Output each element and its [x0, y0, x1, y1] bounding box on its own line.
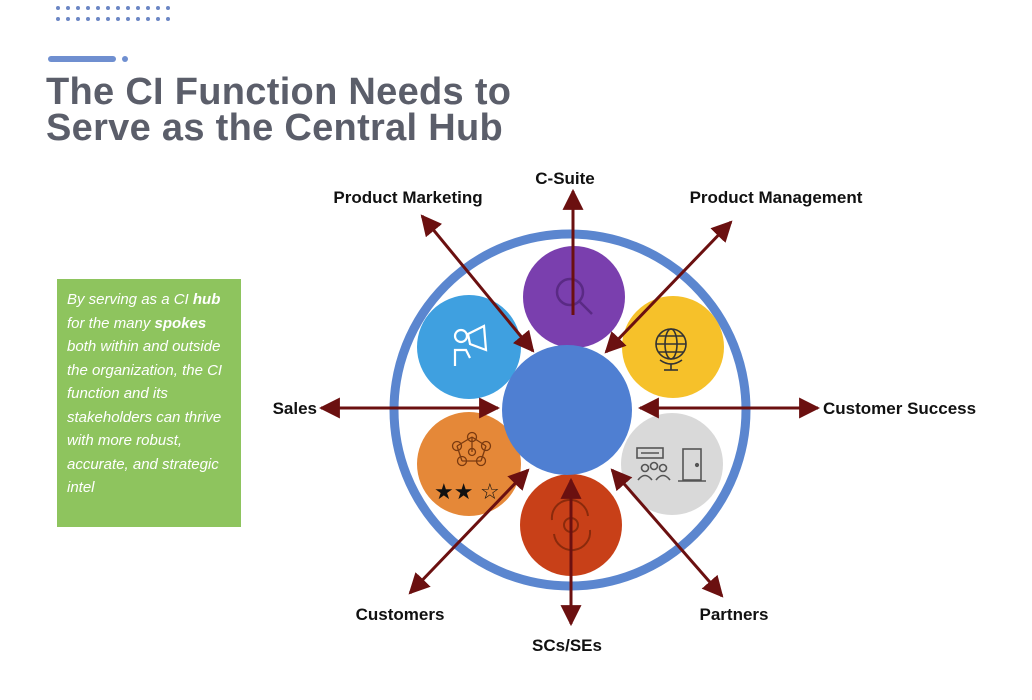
callout-text-1: By serving as a CI: [67, 291, 193, 308]
label-product-management: Product Management: [690, 188, 863, 207]
arrow-partners: [610, 468, 724, 598]
central-hub: [502, 345, 632, 475]
label-scs-ses: SCs/SEs: [532, 636, 602, 655]
label-c-suite: C-Suite: [535, 169, 595, 188]
label-sales: Sales: [273, 399, 317, 418]
title-accent-bar: [48, 56, 116, 62]
label-partners: Partners: [700, 605, 769, 624]
arrow-customers: [408, 468, 530, 595]
decorative-dot-grid: [56, 6, 174, 21]
callout-box: By serving as a CI hub for the many spok…: [57, 279, 241, 527]
magnifier-icon: [555, 277, 593, 315]
title-accent-dot: [122, 56, 128, 62]
callout-bold-hub: hub: [192, 291, 221, 308]
callout-bold-spokes: spokes: [154, 314, 207, 332]
label-customer-success: Customer Success: [823, 399, 976, 418]
label-customers: Customers: [356, 605, 445, 624]
product-management-circle: [622, 296, 724, 398]
callout-text-3: both within and outside the organization…: [67, 338, 223, 496]
svg-text:★★: ★★: [434, 480, 473, 505]
slide-title: The CI Function Needs to Serve as the Ce…: [46, 71, 666, 149]
product-marketing-circle: [417, 295, 521, 399]
arrow-product-marketing: [420, 214, 535, 353]
callout-text-2: for the many: [67, 314, 155, 332]
slide-title-line-1: The CI Function Needs to: [46, 71, 512, 113]
slide-title-line-2: Serve as the Central Hub: [46, 107, 504, 149]
arrow-product-management: [604, 220, 733, 354]
label-product-marketing: Product Marketing: [333, 188, 482, 207]
